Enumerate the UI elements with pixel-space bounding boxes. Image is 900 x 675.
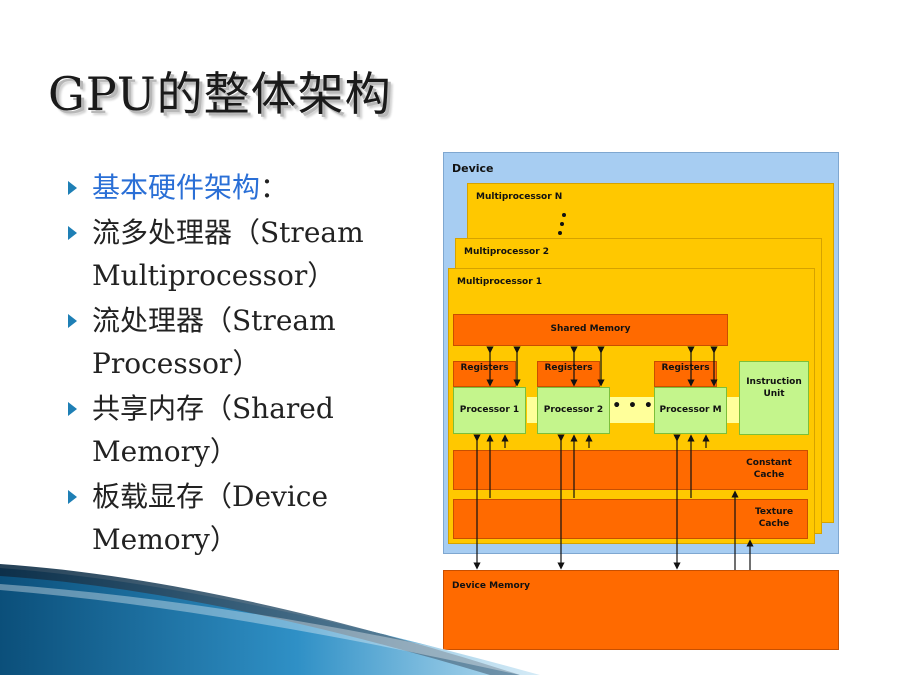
registers-label: Registers [460,363,509,373]
bullet-arrow-icon [68,226,77,240]
constant-cache-box: Constant Cache [453,450,808,490]
bullet-item: 共享内存（Shared Memory） [68,387,428,473]
processor-ellipsis: • • • [612,398,654,414]
texture-cache-box: Texture Cache [453,499,808,539]
bullet-item: 板载显存（Device Memory） [68,475,428,561]
device-label: Device [452,162,494,175]
instruction-unit-box: Instruction Unit [739,361,809,435]
multiprocessor-1-label: Multiprocessor 1 [457,277,543,287]
bullet-text: 共享内存（Shared Memory） [92,392,334,468]
bullet-arrow-icon [68,402,77,416]
bullet-item: 流处理器（Stream Processor） [68,299,428,385]
bullet-text: 流处理器（Stream Processor） [92,304,336,380]
registers-1-box: Registers [453,361,516,387]
bullet-suffix: ： [260,171,289,204]
registers-2-box: Registers [537,361,600,387]
bullet-text: 流多处理器（Stream Multiprocessor） [92,216,364,292]
processor-connector-band [527,397,739,423]
bullet-text: 板载显存（Device Memory） [92,480,329,556]
multiprocessor-2-label: Multiprocessor 2 [464,247,550,257]
multiprocessor-2-box: Multiprocessor 2 [455,238,822,534]
processor-m-box: Processor M [654,387,727,434]
slide-title: GPU的整体架构 [48,67,392,121]
registers-m-box: Registers [654,361,717,387]
bullet-text: 基本硬件架构 [92,171,261,204]
bullet-item: 基本硬件架构： [68,166,428,209]
processor-label: Processor M [659,405,722,415]
bullet-item: 流多处理器（Stream Multiprocessor） [68,211,428,297]
vertical-ellipsis-icon [558,213,566,235]
decorative-swoosh [0,564,560,675]
multiprocessor-n-label: Multiprocessor N [476,192,563,202]
bullet-list: 基本硬件架构： 流多处理器（Stream Multiprocessor） 流处理… [68,166,428,563]
texture-cache-label: Texture Cache [754,507,794,529]
processor-label: Processor 1 [459,405,520,415]
shared-memory-label: Shared Memory [550,324,631,334]
processor-2-box: Processor 2 [537,387,610,434]
processor-1-box: Processor 1 [453,387,526,434]
bullet-arrow-icon [68,314,77,328]
processor-label: Processor 2 [543,405,604,415]
multiprocessor-1-box: Multiprocessor 1 [448,268,815,544]
constant-cache-label: Constant Cache [746,458,792,480]
instruction-unit-label: Instruction Unit [746,377,802,399]
bullet-arrow-icon [68,490,77,504]
device-box: Device [443,152,839,554]
shared-memory-box: Shared Memory [453,314,728,346]
registers-label: Registers [661,363,710,373]
bullet-arrow-icon [68,181,77,195]
multiprocessor-n-box: Multiprocessor N [467,183,834,523]
registers-label: Registers [544,363,593,373]
